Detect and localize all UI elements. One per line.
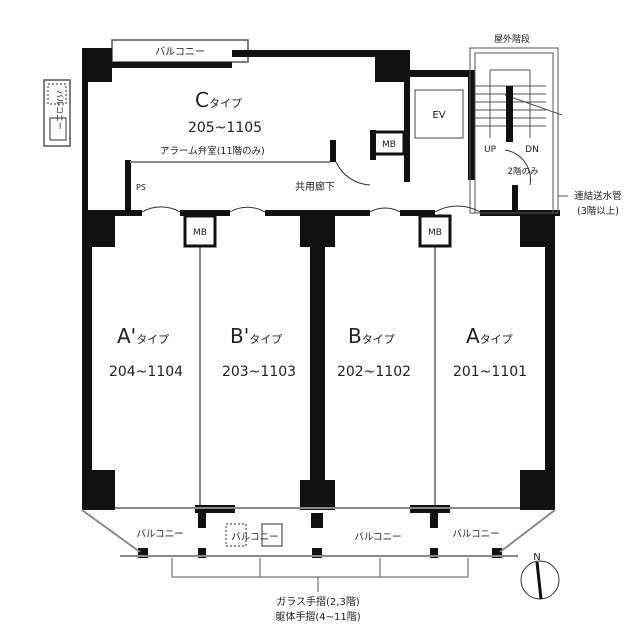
mb-box-top [372,130,406,156]
concrete-rail-label: 躯体手摺(4~11階) [275,610,360,623]
balcony-label-1: バルコニー [136,529,183,540]
rail-bracket [171,558,469,592]
partitions [81,161,556,557]
unit-b-prime: B'タイプ 203~1103 [222,324,296,380]
unit-b: Bタイプ 202~1102 [337,324,411,380]
unit-b-prime-rooms: 203~1103 [222,364,296,380]
second-floor-only-label: 2階のみ [508,166,539,177]
mb-box-left [183,214,217,248]
north-compass-icon [520,560,560,600]
top-balcony-label: バルコニー [155,46,205,58]
hatch-icon [47,83,67,105]
walls [82,48,560,558]
glass-rail-label: ガラス手摺(2,3階) [276,595,360,608]
unit-b-prime-type: B'タイプ [230,324,282,348]
left-balcony [43,79,71,147]
c-unit-rooms: 205~1105 [188,120,262,136]
balcony-label-4: バルコニー [452,529,499,540]
left-balcony-label: バルコニー [55,90,64,130]
c-unit: Cタイプ 205~1105 [188,88,262,136]
up-label: UP [484,145,497,155]
dn-label: DN [525,145,539,155]
north-label: N [533,552,540,563]
c-unit-type: Cタイプ [195,88,242,112]
unit-a-type: Aタイプ [466,324,513,348]
unit-a: Aタイプ 201~1101 [453,324,527,380]
doors [141,149,531,213]
unit-b-type: Bタイプ [348,324,395,348]
mb-label-right: MB [428,228,442,238]
ladder-icon [261,523,283,547]
standpipe-label: 連結送水管 [574,190,622,202]
mb-box-right [418,214,452,248]
unit-a-rooms: 201~1101 [453,364,527,380]
hatch-icon [225,523,247,547]
standpipe-note: (3階以上) [577,206,619,217]
ps-label: PS [136,183,146,192]
mb-label-left: MB [193,228,207,238]
mb-label-top: MB [382,140,396,150]
balcony-label-2: バルコニー [231,532,278,543]
alarm-valve-room-label: アラーム弁室(11階のみ) [160,145,265,157]
ladder-icon [49,117,67,141]
unit-a-prime: A'タイプ 204~1104 [109,324,183,380]
elevator [414,89,464,139]
stair-wall [506,86,513,142]
unit-a-prime-rooms: 204~1104 [109,364,183,380]
balcony-label-3: バルコニー [354,532,401,543]
ev-label: EV [432,110,445,121]
unit-a-prime-type: A'タイプ [117,324,169,348]
unit-b-rooms: 202~1102 [337,364,411,380]
outdoor-stairs-label: 屋外階段 [494,33,530,45]
corridor-label: 共用廊下 [295,180,335,193]
